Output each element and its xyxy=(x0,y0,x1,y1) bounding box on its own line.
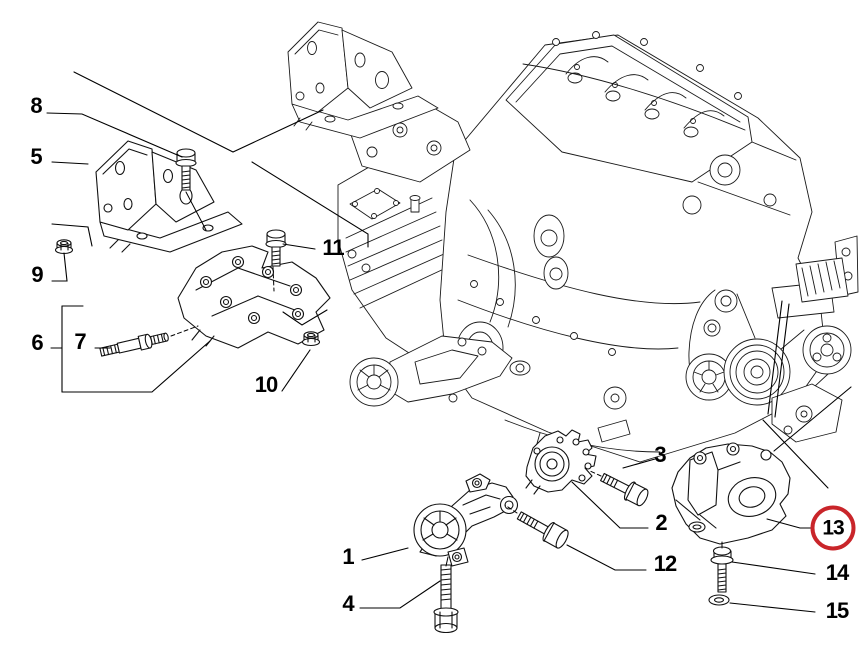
callout-13: 13 xyxy=(822,516,844,539)
callout-2: 2 xyxy=(655,510,667,535)
part-15-washer xyxy=(708,594,730,606)
callout-15: 15 xyxy=(825,598,850,623)
callout-5: 5 xyxy=(30,144,42,169)
position-line-bracket-6 xyxy=(282,309,328,326)
callout-9: 9 xyxy=(31,262,43,287)
callout-10: 10 xyxy=(254,372,279,397)
align-bolt-8 xyxy=(185,191,207,231)
align-bolt-11 xyxy=(272,266,275,292)
leader-3 xyxy=(622,458,656,469)
leader-9-bracket xyxy=(51,223,93,247)
leader-2 xyxy=(571,481,649,529)
callout-1: 1 xyxy=(342,544,354,569)
leader-9 xyxy=(51,252,68,282)
position-line-right-mount-c xyxy=(762,419,829,489)
callout-7: 7 xyxy=(74,329,86,354)
part-11-bolt xyxy=(265,229,287,267)
position-line-right-mount-d xyxy=(773,386,852,452)
leader-4 xyxy=(359,580,441,609)
part-13-highlight-circle: 13 xyxy=(810,505,856,551)
leader-15 xyxy=(729,602,816,613)
position-line-right-mount-b xyxy=(767,300,783,415)
leader-lines xyxy=(46,71,852,613)
leader-14 xyxy=(731,561,816,575)
callout-11: 11 xyxy=(322,235,344,260)
alignment-lines xyxy=(170,191,723,567)
leader-6d xyxy=(61,340,211,393)
leader-12 xyxy=(566,544,647,571)
callout-4: 4 xyxy=(342,591,354,616)
leader-11 xyxy=(282,243,316,250)
align-bolt-4 xyxy=(445,556,449,567)
part-5-engine-mount-bracket xyxy=(95,140,243,253)
align-bolt-3 xyxy=(589,470,602,477)
callout-8: 8 xyxy=(30,93,42,118)
leader-5 xyxy=(51,161,89,165)
leader-1 xyxy=(361,547,409,561)
part-3-bolt xyxy=(600,472,649,507)
leader-8 xyxy=(46,112,183,158)
part-10-nut xyxy=(301,331,321,347)
part-8-bolt xyxy=(175,148,197,191)
part-13-engine-mount xyxy=(671,442,791,545)
position-line-left-mount xyxy=(251,161,369,248)
engine-illustration xyxy=(287,21,859,463)
part-9-nut xyxy=(54,239,74,255)
leader-13 xyxy=(766,518,812,529)
part-12-bolt xyxy=(516,511,569,549)
callout-14: 14 xyxy=(825,560,850,585)
callout-6: 6 xyxy=(31,330,43,355)
part-6-support-bracket xyxy=(177,245,331,349)
position-line-upper-bracket xyxy=(73,71,324,153)
part-7-stud xyxy=(99,332,169,357)
part-2-mount-bracket-plate xyxy=(525,429,597,495)
callout-12: 12 xyxy=(653,551,678,576)
align-stud-7 xyxy=(170,325,199,337)
align-bolt-12 xyxy=(504,504,518,514)
callout-3: 3 xyxy=(654,442,666,467)
position-line-right-mount-a xyxy=(774,303,790,418)
leader-10 xyxy=(281,349,311,392)
part-1-torque-rod-mount xyxy=(413,473,519,567)
part-14-bolt xyxy=(710,546,734,593)
part-4-bolt xyxy=(433,564,459,634)
